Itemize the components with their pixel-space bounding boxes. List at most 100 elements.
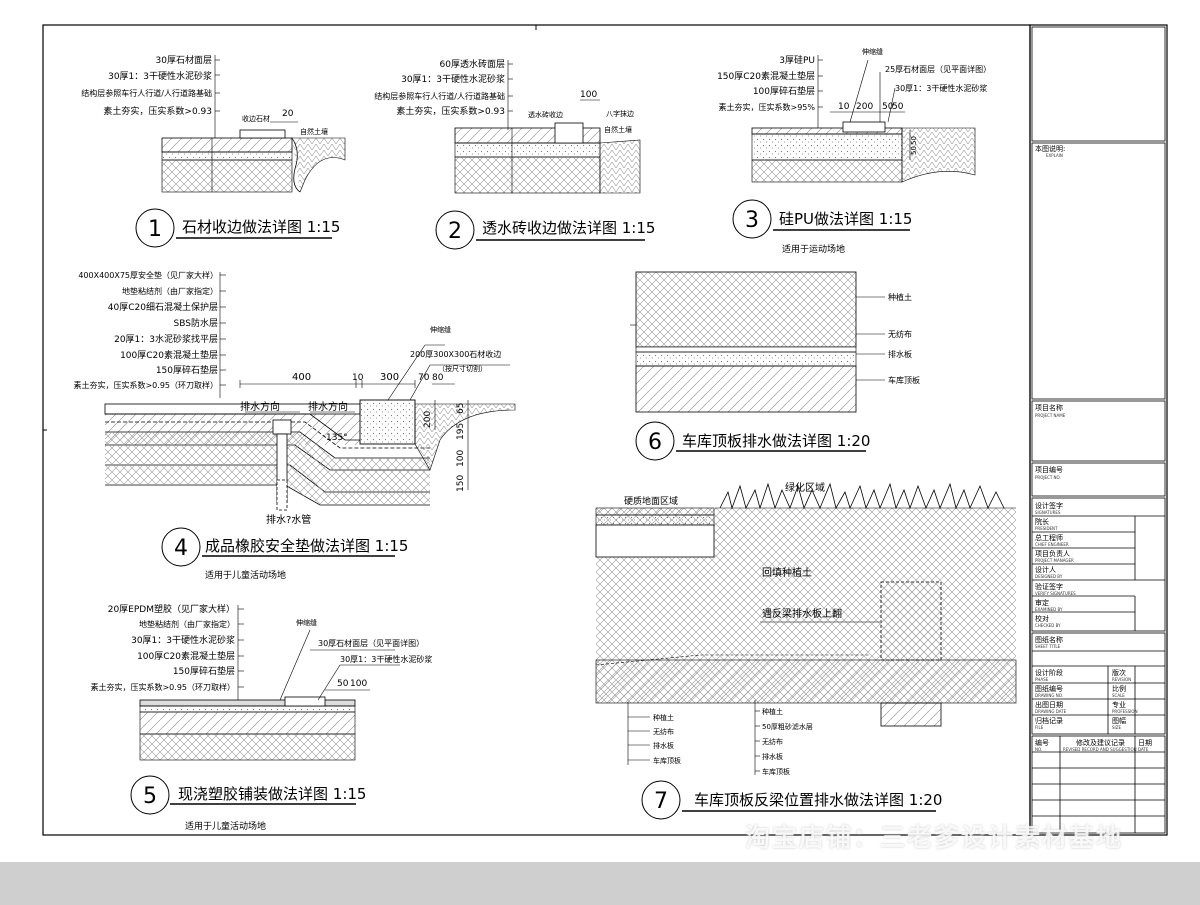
tb-project-manager-sub: PROJECT MANAGER bbox=[1035, 558, 1074, 563]
title-block-frame bbox=[1029, 24, 1168, 836]
detail-4 bbox=[104, 272, 516, 567]
d4-label-5: 10 bbox=[352, 373, 364, 383]
d3-label-5: 200 bbox=[856, 102, 873, 112]
d6-label-4: 车库顶板 bbox=[888, 375, 920, 385]
d1-number: 1 bbox=[148, 217, 162, 242]
drawing-sheet: 30厚石材面层 30厚1：3干硬性水泥砂浆 结构层参照车行人行道/人行道路基础 … bbox=[0, 0, 1200, 862]
tb-sheet-title-sub: SHEET TITLE bbox=[1035, 644, 1061, 649]
detail-1 bbox=[135, 55, 346, 248]
d5-subtitle: 适用于儿童活动场地 bbox=[185, 820, 266, 832]
d3-label-1: 伸缩缝 bbox=[862, 47, 883, 56]
d5-label-5: 100 bbox=[350, 679, 367, 689]
d7-number: 7 bbox=[654, 789, 668, 814]
tb-scale-label: 比例 bbox=[1112, 685, 1126, 693]
d4-label-14: 195 bbox=[456, 423, 466, 440]
detail-7 bbox=[595, 482, 1017, 820]
d4-layer-6: 100厚C20素混凝土垫层 bbox=[120, 349, 218, 361]
d4-label-8: 80 bbox=[432, 373, 444, 383]
d3-label-8: 50 bbox=[910, 136, 918, 145]
tb-profession-label: 专业 bbox=[1112, 701, 1126, 709]
tb-project-no-sub: PROJECT NO. bbox=[1035, 475, 1061, 480]
d2-number: 2 bbox=[448, 219, 462, 244]
d7-label-4: 遇反梁排水板上翻 bbox=[762, 607, 842, 620]
tb-revision-record-label: 修改及建议记录 bbox=[1076, 739, 1125, 747]
tb-scale-sub: SCALE bbox=[1112, 693, 1125, 698]
tb-drawing-date-sub: DRAWING DATE bbox=[1035, 709, 1067, 714]
d5-layer-2: 地垫粘结剂（由厂家指定） bbox=[139, 619, 235, 629]
tb-revision-sub: REVISION bbox=[1112, 677, 1132, 682]
d4-label-1: 伸缩缝 bbox=[430, 325, 451, 334]
d1-layer-3: 结构层参照车行人行道/人行道路基础 bbox=[81, 88, 212, 98]
d7-label-10: 50厚粗砂滤水层 bbox=[762, 722, 813, 731]
d3-label-4: 10 bbox=[838, 102, 850, 112]
tb-designed-by-label: 设计人 bbox=[1035, 566, 1056, 574]
d4-title: 成品橡胶安全垫做法详图 1:15 bbox=[205, 537, 408, 555]
d6-label-1: 种植土 bbox=[888, 292, 912, 302]
d3-label-2: 25厚石材面层（见平面详图） bbox=[885, 64, 991, 74]
tb-designed-by-sub: DESIGNED BY bbox=[1035, 574, 1063, 579]
d4-label-10: 排水方向 bbox=[308, 400, 348, 413]
tb-size-sub: SIZE bbox=[1112, 725, 1121, 730]
tb-checked-label: 校对 bbox=[1035, 615, 1049, 623]
detail-3 bbox=[732, 55, 976, 239]
d4-label-4: 400 bbox=[292, 372, 311, 383]
d4-subtitle: 适用于儿童活动场地 bbox=[205, 569, 286, 581]
tb-president-sub: PRESIDENT bbox=[1035, 526, 1058, 531]
detail-5 bbox=[130, 605, 400, 815]
d7-label-8: 车库顶板 bbox=[653, 756, 681, 765]
d4-label-16: 150 bbox=[456, 475, 466, 492]
d2-label-2: 100 bbox=[580, 90, 597, 100]
d4-label-11: 135° bbox=[326, 433, 348, 443]
tb-project-name-sub: PROJECT NAME bbox=[1035, 413, 1066, 418]
tb-profession-sub: PROFESSION bbox=[1112, 709, 1138, 714]
d7-label-6: 无纺布 bbox=[653, 727, 674, 736]
d5-layer-3: 30厚1：3干硬性水泥砂浆 bbox=[131, 634, 235, 646]
d6-label-3: 排水板 bbox=[888, 349, 912, 359]
d4-layer-3: 40厚C20细石混凝土保护层 bbox=[108, 301, 218, 313]
d6-label-2: 无纺布 bbox=[888, 329, 912, 339]
d1-layer-4: 素土夯实，压实系数>0.93 bbox=[103, 105, 212, 117]
d4-layer-4: SBS防水层 bbox=[174, 317, 218, 329]
d1-title: 石材收边做法详图 1:15 bbox=[182, 218, 340, 236]
tb-project-manager-label: 项目负责人 bbox=[1035, 550, 1070, 558]
tb-drawing-no-label: 图纸编号 bbox=[1035, 685, 1063, 693]
d6-number: 6 bbox=[648, 430, 662, 455]
detail-6 bbox=[630, 271, 885, 461]
d5-layer-1: 20厚EPDM塑胶（见厂家大样） bbox=[108, 603, 235, 615]
tb-verify-label: 验证签字 bbox=[1035, 583, 1063, 591]
d7-label-3: 回填种植土 bbox=[762, 566, 812, 579]
d4-label-9: 排水方向 bbox=[240, 400, 280, 413]
tb-size-label: 图幅 bbox=[1112, 717, 1126, 725]
d1-layer-2: 30厚1：3干硬性水泥砂浆 bbox=[108, 70, 212, 82]
detail-drawings: 30厚石材面层 30厚1：3干硬性水泥砂浆 结构层参照车行人行道/人行道路基础 … bbox=[42, 24, 1168, 836]
d5-label-2: 30厚石材面层（见平面详图） bbox=[318, 638, 424, 648]
d7-label-11: 无纺布 bbox=[762, 737, 783, 746]
tb-file-sub: FILE bbox=[1035, 725, 1044, 730]
d5-layer-6: 素土夯实，压实系数>0.95（环刀取样） bbox=[90, 682, 235, 692]
tb-checked-sub: CHECKED BY bbox=[1035, 623, 1061, 628]
d2-label-1: 透水砖收边 bbox=[528, 110, 563, 119]
d2-layer-2: 30厚1：3干硬性水泥砂浆 bbox=[401, 73, 505, 85]
tb-verify-sub: VERIFY SIGNATURES bbox=[1035, 591, 1076, 596]
d5-number: 5 bbox=[143, 784, 157, 809]
tb-no-sub: NO. bbox=[1035, 747, 1043, 752]
d2-label-4: 自然土壤 bbox=[604, 125, 632, 134]
d4-label-15: 100 bbox=[456, 450, 466, 467]
tb-chief-engineer-sub: CHIEF ENGINEER bbox=[1035, 542, 1069, 547]
d7-label-13: 车库顶板 bbox=[762, 767, 790, 776]
d3-label-3: 30厚1：3干硬性水泥砂浆 bbox=[895, 83, 987, 93]
tb-project-no-label: 项目编号 bbox=[1035, 466, 1063, 474]
d1-label-1: 收边石材 bbox=[242, 114, 270, 123]
tb-signatures-sub: SIGNATURES bbox=[1035, 510, 1061, 515]
d5-title: 现浇塑胶铺装做法详图 1:15 bbox=[178, 785, 366, 803]
d4-label-17: 排水?水管 bbox=[266, 513, 311, 526]
d4-layer-1: 400X400X75厚安全垫（见厂家大样） bbox=[78, 270, 218, 280]
tb-revision-label: 版次 bbox=[1112, 669, 1126, 677]
d5-label-1: 伸缩缝 bbox=[296, 618, 317, 627]
tb-phase-label: 设计阶段 bbox=[1035, 669, 1063, 677]
detail-2 bbox=[435, 60, 645, 250]
tb-drawing-date-label: 出图日期 bbox=[1035, 701, 1063, 709]
d3-subtitle: 适用于运动场地 bbox=[782, 243, 845, 255]
d2-layer-3: 结构层参照车行人行道/人行道路基础 bbox=[374, 91, 505, 101]
tb-date-sub: DATE bbox=[1138, 747, 1149, 752]
